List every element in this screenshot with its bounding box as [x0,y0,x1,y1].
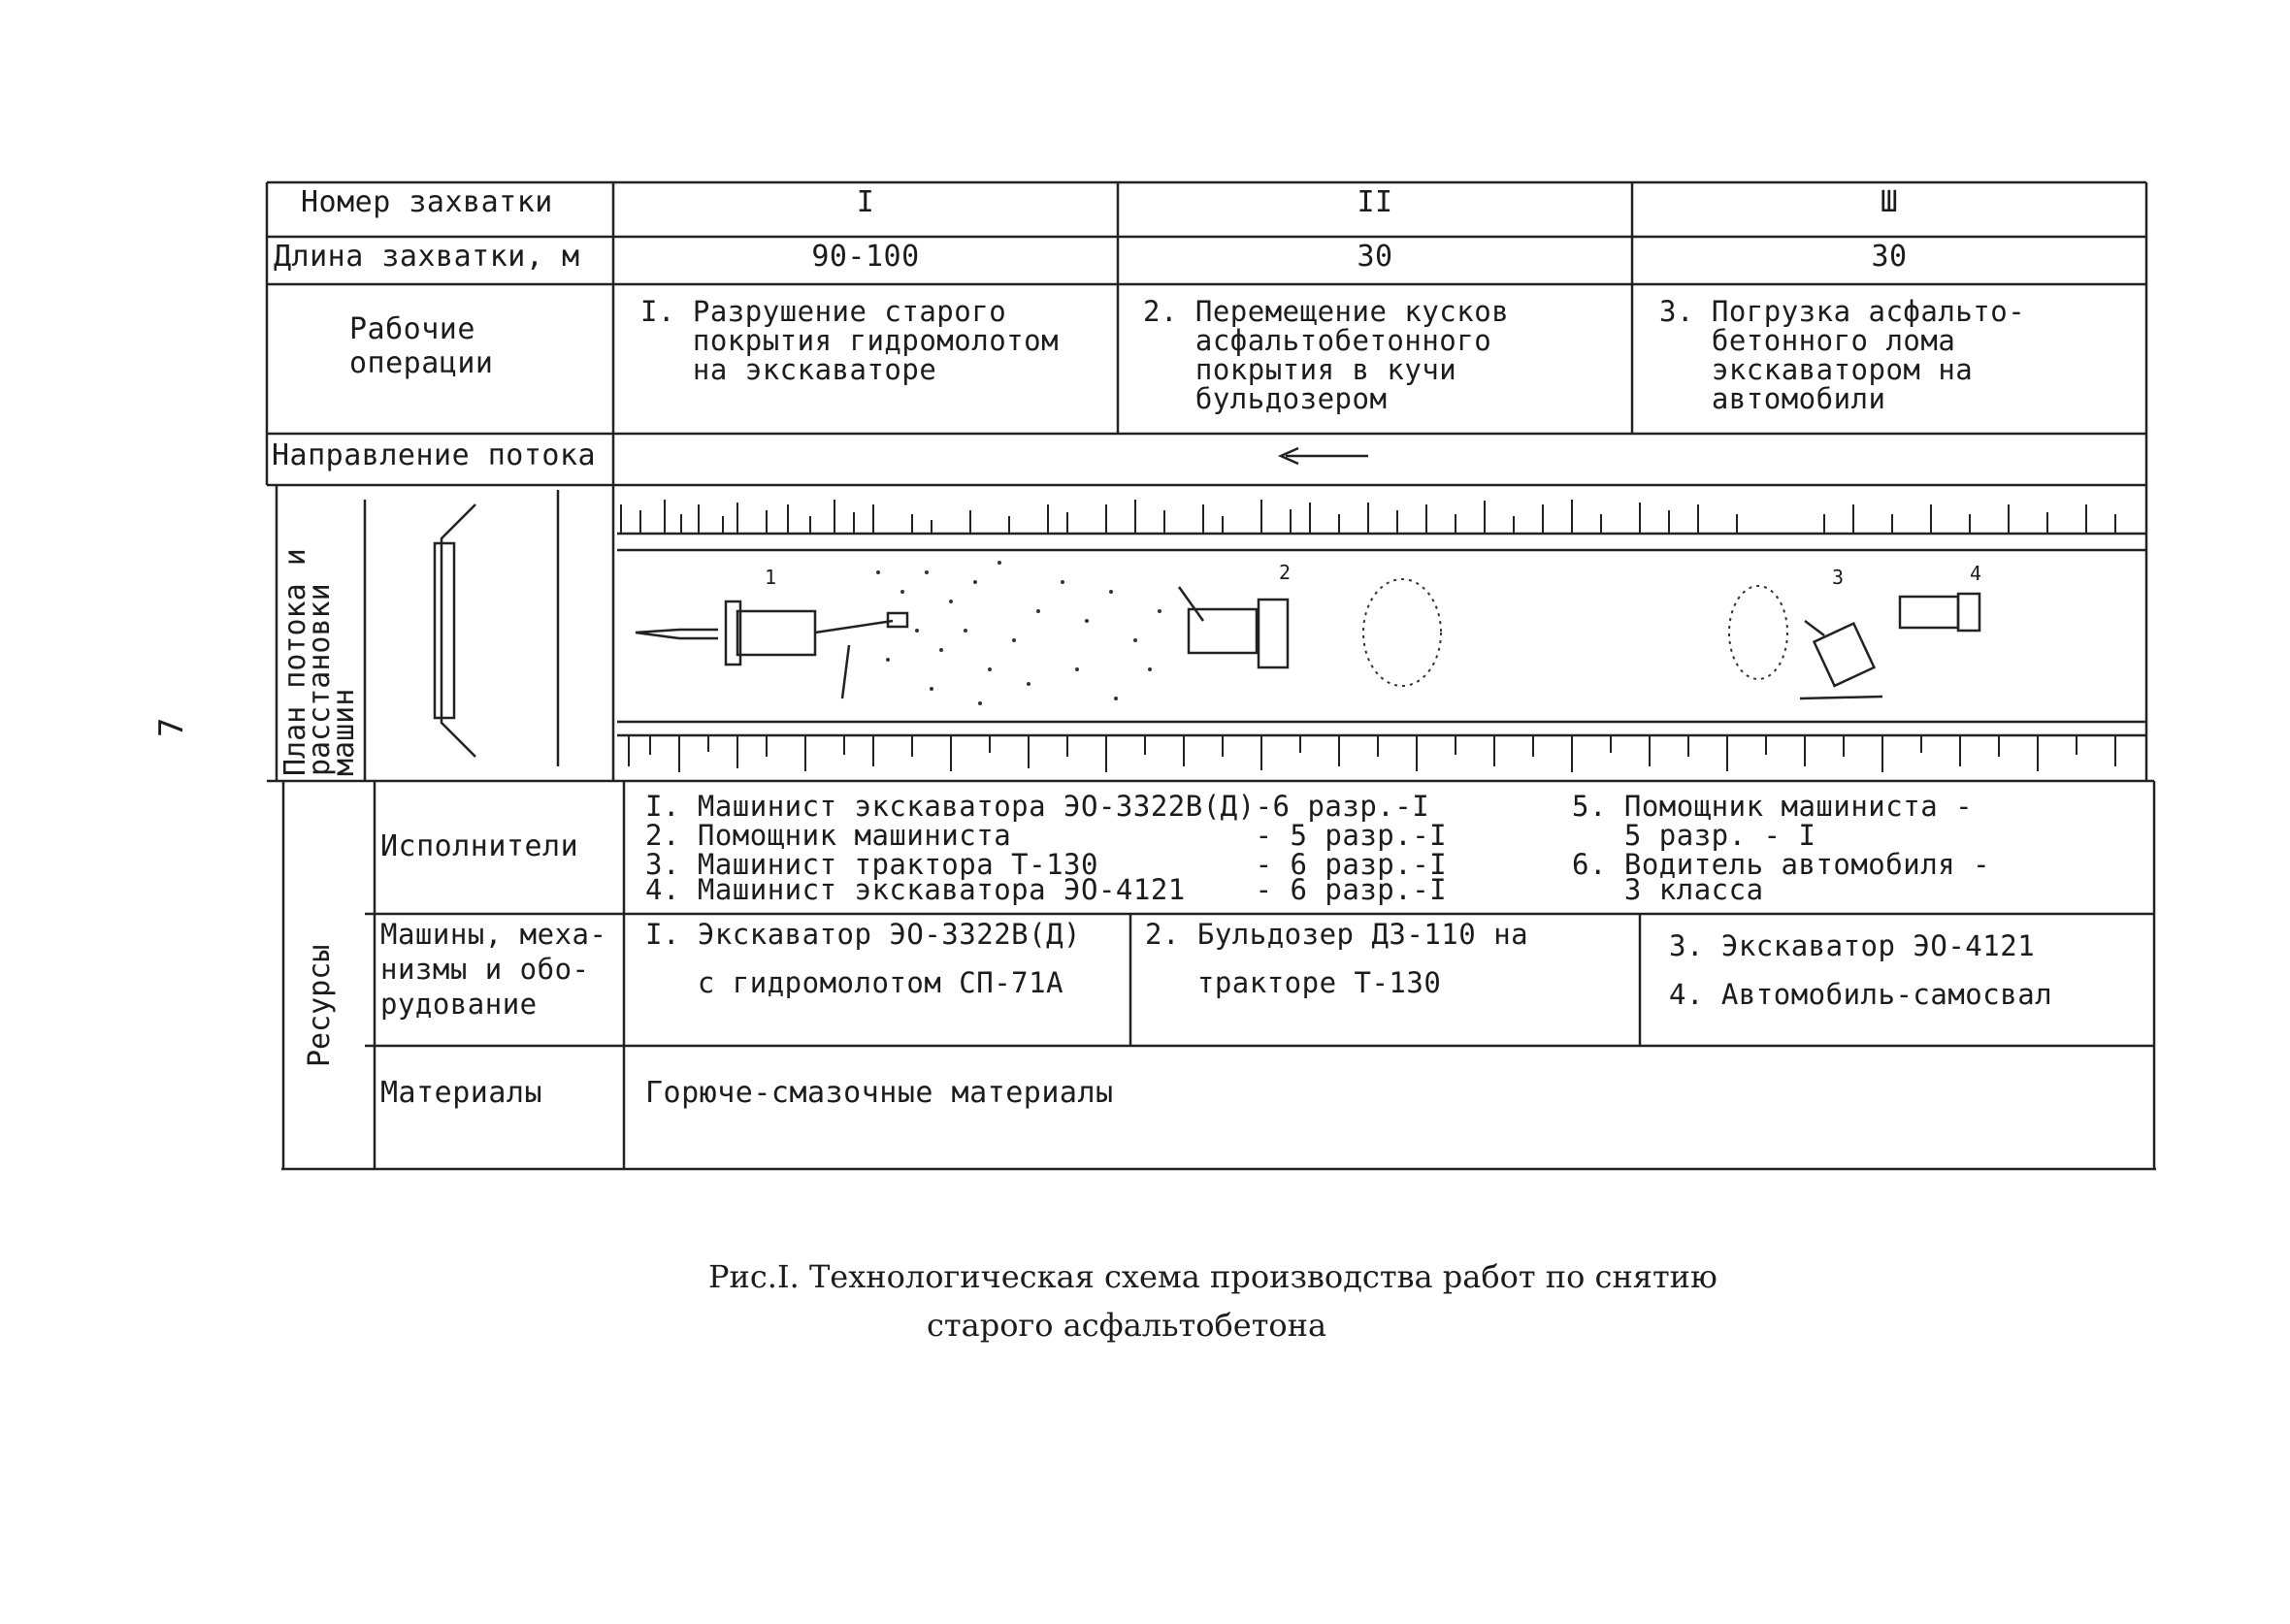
flow-direction-label: Направление потока [272,438,597,472]
operation-1-line-3: на экскаваторе [640,353,937,386]
asphalt-heap [1728,585,1788,680]
figure-caption-line-1: Рис.I. Технологическая схема производств… [708,1258,1718,1295]
executor-1: I. Машинист экскаватора ЭО-3322В(Д)-6 ра… [645,790,1430,823]
materials-value: Горюче-смазочные материалы [645,1076,1114,1110]
operations-label-1: Рабочие [349,312,475,346]
capture-number-3: Ш [1880,185,1899,219]
capture-number-2: II [1357,185,1393,219]
operation-3-line-2: бетонного лома [1659,324,1956,357]
capture-length-label: Длина захватки, м [274,240,580,274]
machine-1-line-2: с гидромолотом СП-71А [645,966,1064,999]
capture-length-2: 30 [1357,240,1393,274]
executor-6: 6. Водитель автомобиля - [1572,848,1991,881]
machine-mark-2: 2 [1279,561,1292,584]
machine-1-line-1: I. Экскаватор ЭО-3322В(Д) [645,918,1081,951]
capture-number-label: Номер захватки [301,185,553,219]
executor-2: 2. Помощник машиниста - 5 разр.-I [645,819,1448,852]
executors-label: Исполнители [380,829,579,863]
operation-3-line-3: экскаватором на [1659,353,1974,386]
machine-mark-3: 3 [1832,566,1845,589]
executor-3: 3. Машинист трактора Т-130 - 6 разр.-I [645,848,1448,881]
executor-5-grade: 5 разр. - I [1572,819,1816,852]
figure-caption-line-2: старого асфальтобетона [927,1307,1327,1344]
capture-length-1: 90-100 [811,240,920,274]
machine-4: 4. Автомобиль-самосвал [1669,978,2053,1011]
operation-1-line-2: покрытия гидромолотом [640,324,1060,357]
capture-number-1: I [856,185,875,219]
machine-2-line-2: тракторе Т-130 [1145,966,1442,999]
operation-3-line-1: 3. Погрузка асфальто- [1659,295,2026,328]
machine-3: 3. Экскаватор ЭО-4121 [1669,929,2036,962]
machine-mark-4: 4 [1970,562,1982,585]
operation-1-line-1: I. Разрушение старого [640,295,1007,328]
resources-label: Ресурсы [303,944,337,1067]
executor-4: 4. Машинист экскаватора ЭО-4121 - 6 разр… [645,873,1448,906]
asphalt-heap [1362,578,1442,687]
rubble-dots [876,561,1161,705]
operation-3-line-4: автомобили [1659,382,1886,415]
plan-label-3: машин [327,688,361,776]
machines-label-2: низмы и обо- [380,953,590,986]
operation-2-line-1: 2. Перемещение кусков [1143,295,1510,328]
machine-mark-1: 1 [765,566,777,589]
operation-2-line-4: бульдозером [1143,382,1388,415]
executor-6-class: 3 класса [1572,873,1764,906]
machines-label-3: рудование [380,988,538,1021]
operation-2-line-2: асфальтобетонного [1143,324,1492,357]
executor-5: 5. Помощник машиниста - [1572,790,1974,823]
machines-label-1: Машины, меха- [380,918,607,951]
curb-ticks [620,500,2116,772]
page-number: 7 [152,717,191,737]
operations-label-2: операции [349,346,494,380]
machine-2-line-1: 2. Бульдозер ДЗ-110 на [1145,918,1529,951]
operation-2-line-3: покрытия в кучи [1143,353,1457,386]
capture-length-3: 30 [1871,240,1908,274]
materials-label: Материалы [380,1076,543,1110]
